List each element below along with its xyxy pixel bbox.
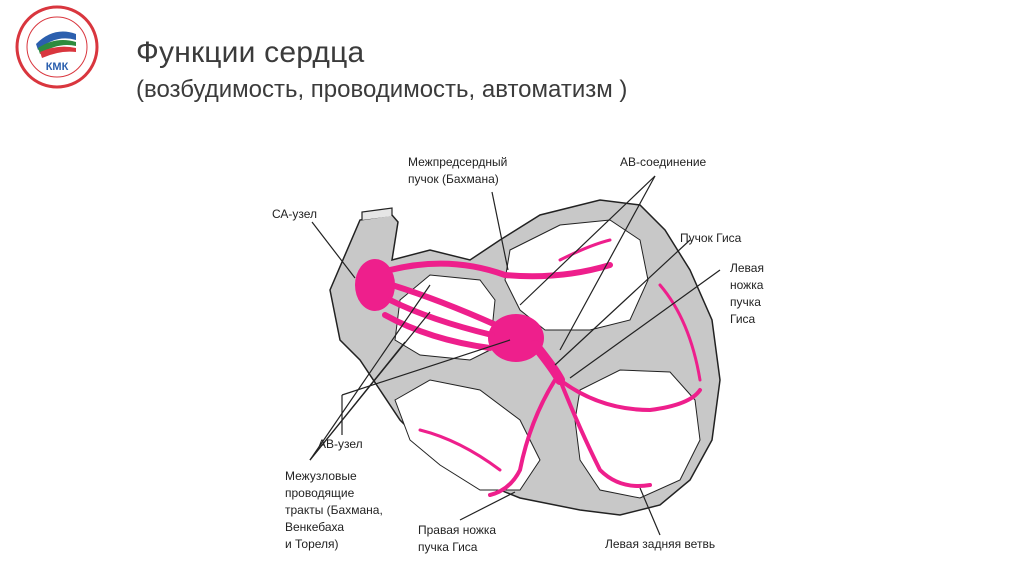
label-av-node: АВ-узел [318,437,363,451]
leader-lines [309,175,721,536]
heart-wall [329,199,721,516]
label-left-branch-1: Левая [730,261,764,275]
conduction-system [355,238,702,497]
label-interatrial-2: пучок (Бахмана) [408,172,499,186]
logo-abbr: КМК [46,61,69,73]
label-sa-node: СА-узел [272,207,317,221]
label-internodal-1: Межузловые [285,469,357,483]
sa-node [355,259,395,311]
label-left-posterior: Левая задняя ветвь [605,537,715,551]
label-internodal-3: тракты (Бахмана, [285,503,383,517]
label-left-branch-4: Гиса [730,312,756,326]
page-subtitle: (возбудимость, проводимость, автоматизм … [136,76,628,103]
label-internodal-2: проводящие [285,486,355,500]
title-block: Функции сердца (возбудимость, проводимос… [136,36,627,104]
av-node [488,314,544,362]
label-interatrial-1: Межпредсердный [408,155,507,169]
label-av-junction: АВ-соединение [620,155,707,169]
label-right-branch-2: пучка Гиса [418,540,478,554]
label-internodal-5: и Тореля) [285,537,339,551]
heart-conduction-diagram: Межпредсердный пучок (Бахмана) АВ-соедин… [272,155,764,554]
label-internodal-4: Венкебаха [285,520,344,534]
college-logo: КМК [15,5,99,89]
label-left-branch-3: пучка [730,295,761,309]
label-left-branch-2: ножка [730,278,764,292]
label-right-branch-1: Правая ножка [418,523,496,537]
label-his-bundle: Пучок Гиса [680,231,742,245]
page-title: Функции сердца [136,36,365,69]
